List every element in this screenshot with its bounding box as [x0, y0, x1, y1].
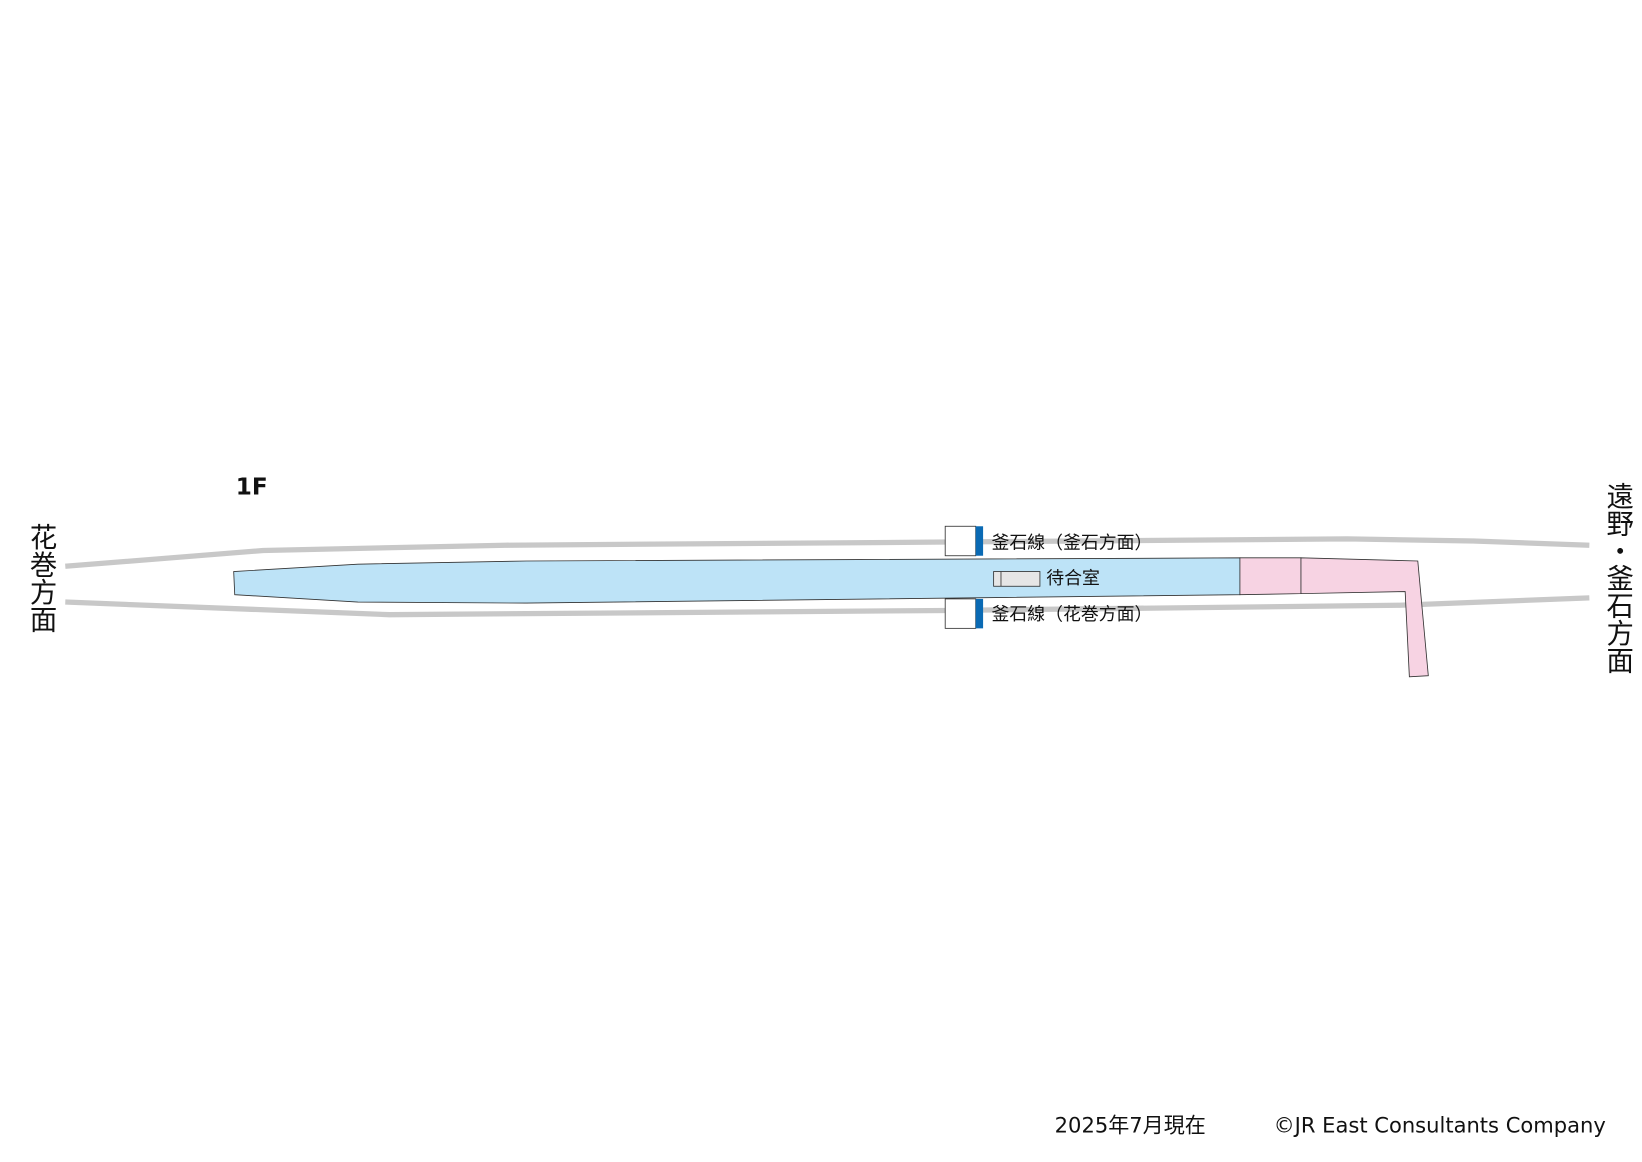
platform-sign-upper	[944, 525, 977, 557]
floor-label: 1F	[236, 475, 268, 501]
footer-date: 2025年7月現在	[1055, 1113, 1206, 1138]
waiting-room-icon	[993, 571, 1041, 587]
platform-sign-lower	[944, 598, 977, 629]
track-lower	[65, 595, 1590, 618]
direction-left: 花巻方面	[25, 523, 58, 632]
direction-right: 遠野・釜石方面	[1601, 482, 1634, 674]
platform-label-upper: 釜石線（釜石方面）	[992, 532, 1153, 553]
platform-sign-upper-accent	[975, 526, 984, 556]
exit-passage	[1300, 557, 1429, 678]
platform-label-lower: 釜石線（花巻方面）	[992, 604, 1153, 625]
waiting-room-label: 待合室	[1046, 568, 1100, 589]
footer-copyright: ©JR East Consultants Company	[1274, 1113, 1606, 1138]
exit-area	[1239, 557, 1302, 596]
platform-sign-lower-accent	[975, 598, 984, 629]
